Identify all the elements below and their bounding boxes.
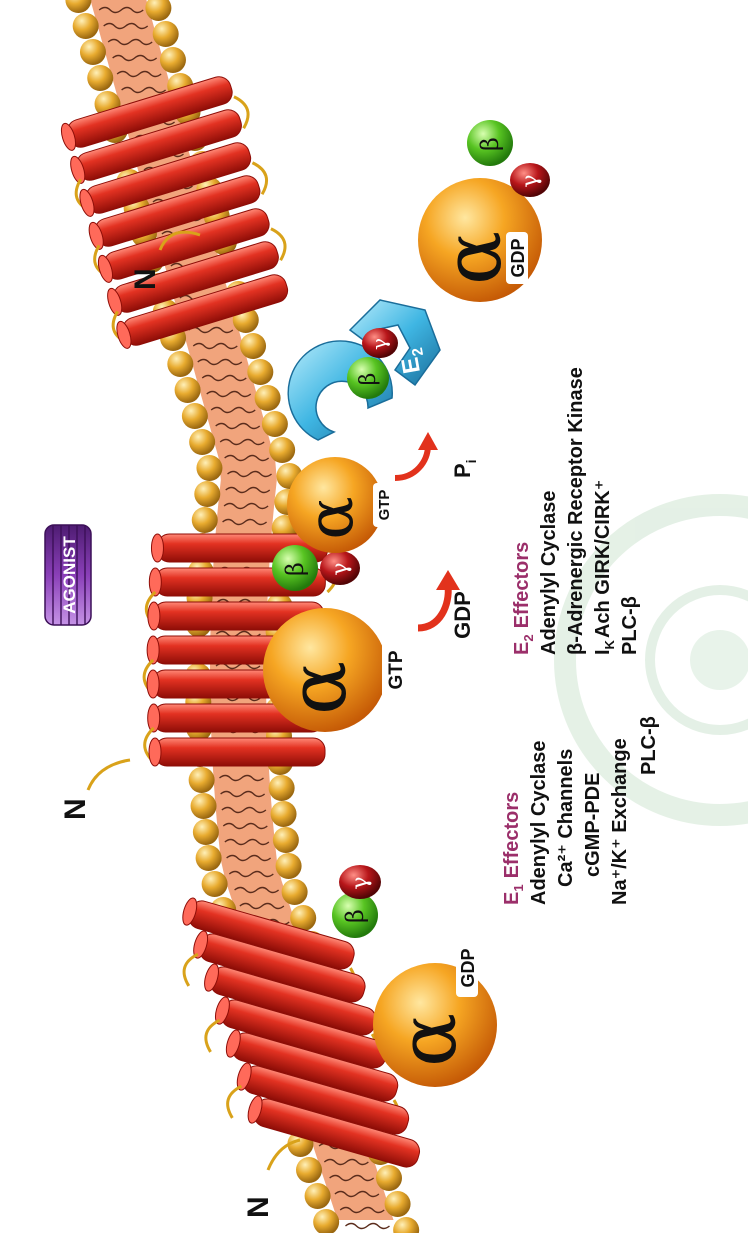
e1-item-5: PLC-β [638,716,660,775]
lipid-head [247,359,273,385]
pi-label: Pi [450,459,479,478]
agonist-ligand: AGONIST [45,525,91,625]
lipid-head [376,1165,402,1191]
e1-item-4: Na⁺/K⁺ Exchange [609,738,631,905]
alpha-symbol-right: α [426,231,519,285]
n-terminal-tail [88,760,130,790]
gamma-symbol-left: γ [348,876,373,889]
e2-item-3: IKAch GIRK/CIRK⁺ [592,480,617,655]
lipid-head [296,1157,322,1183]
lipid-head [273,827,299,853]
n-label-right: N [129,268,162,290]
beta-symbol-right: β [476,137,504,151]
gamma-symbol-middle: γ [328,562,353,575]
beta-symbol-free: β [356,373,381,386]
lipid-head [276,853,302,879]
lipid-head [175,377,201,403]
beta-symbol-middle: β [281,562,309,576]
agonist-label: AGONIST [60,536,79,614]
alpha-gtp-effector: α GTP Pi [287,432,479,553]
gamma-symbol-free: γ [367,338,391,350]
e1-item-2: Ca²⁺ Channels [555,749,577,887]
lipid-head [393,1217,419,1233]
lipid-head [191,793,217,819]
transmembrane-helix [149,738,325,766]
gamma-symbol-right: γ [518,174,543,187]
lipid-head [193,819,219,845]
e2-header: E2Effectors [511,542,536,655]
e1-item-3: cGMP-PDE [582,773,604,877]
gdp-label-left: GDP [458,948,478,987]
n-label-left: N [242,1196,275,1218]
lipid-head [196,455,222,481]
gdp-released-label: GDP [450,591,475,639]
lipid-head [262,411,288,437]
e1-header: E1Effectors [501,792,526,905]
lipid-head [255,385,281,411]
gdp-release-arrow [418,585,448,628]
n-label-middle: N [59,798,92,820]
lipid-head [153,21,179,47]
g-protein-middle: α GTP GDP β γ [263,545,475,732]
lipid-head [269,775,295,801]
lipid-head [192,507,218,533]
lipid-head [167,351,193,377]
e2-item-4: PLC-β [619,596,641,655]
lipid-head [305,1183,331,1209]
receptor-right [59,71,291,350]
receptors-layer [59,71,423,1170]
lipid-tail [345,1224,389,1229]
lipid-head [271,801,297,827]
lipid-head [240,333,266,359]
alpha-symbol-effector: α [294,496,368,539]
lipid-head [194,481,220,507]
gtp-label-middle: GTP [386,650,407,689]
lipid-head [73,13,99,39]
lipid-head [160,47,186,73]
alpha-symbol-left: α [381,1013,474,1067]
gtp-label-effector: GTP [376,490,393,521]
lipid-head [65,0,91,13]
lipid-head [385,1191,411,1217]
lipid-head [269,437,295,463]
lipid-head [80,39,106,65]
g-protein-right: α GDP β γ [418,120,550,302]
lipid-head [182,403,208,429]
lipid-head [189,429,215,455]
lipid-head [282,879,308,905]
e2-item-1: Adenylyl Cyclase [538,490,560,655]
lipid-head [196,845,222,871]
lipid-head [189,767,215,793]
legend-e2: E2Effectors Adenylyl Cyclase β-Adrenergi… [511,367,641,655]
beta-symbol-left: β [341,909,369,923]
alpha-symbol-middle: α [271,661,364,715]
gdp-label-right: GDP [508,238,528,277]
lipid-head [202,871,228,897]
e1-tag: E1 [347,432,382,461]
lipid-head [87,65,113,91]
e1-item-1: Adenylyl Cyclase [528,740,550,905]
e2-item-2: β-Adrenergic Receptor Kinase [565,367,587,655]
